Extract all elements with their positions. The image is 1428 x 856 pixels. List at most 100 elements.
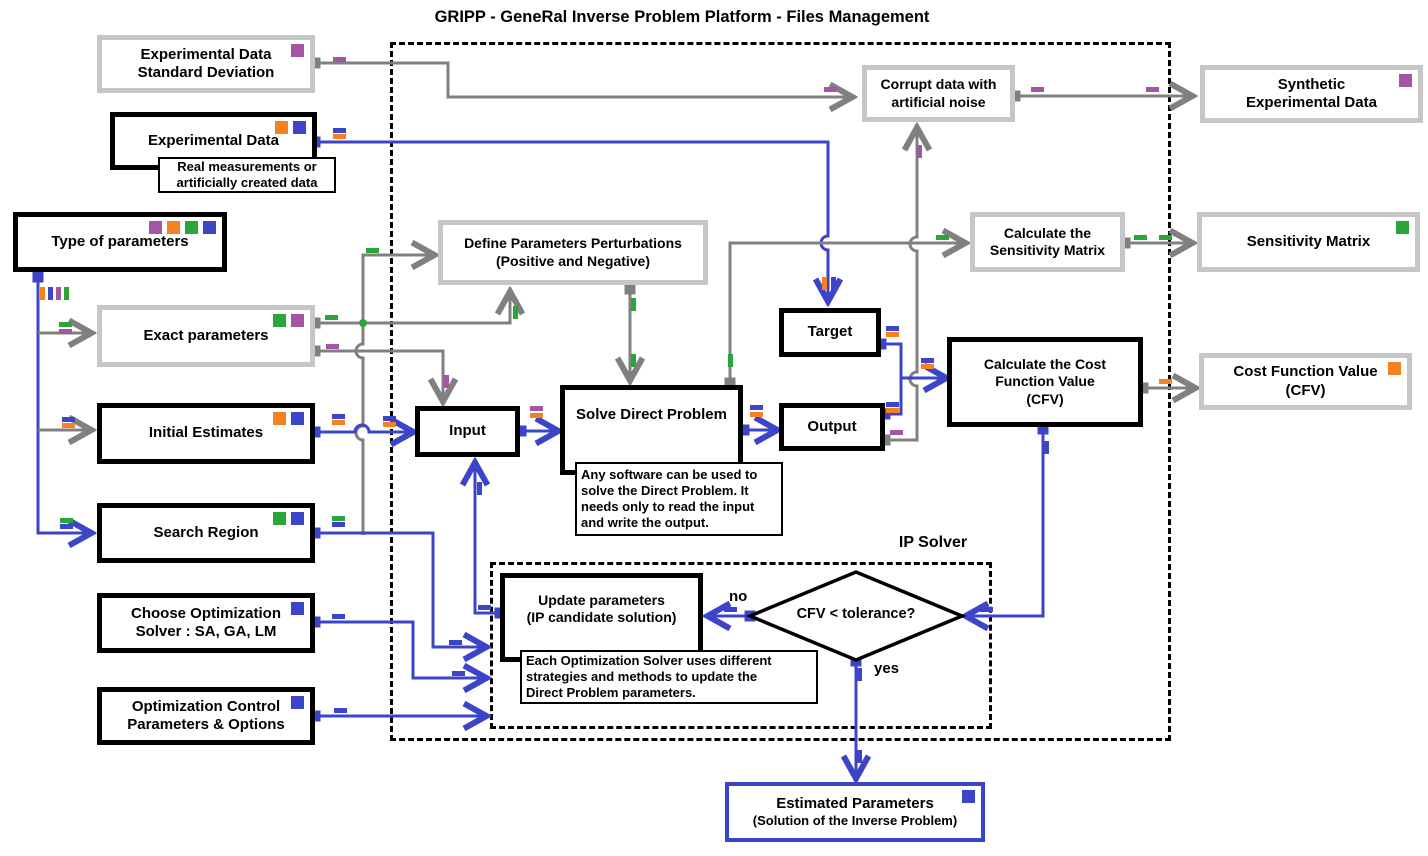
connector-origin-square: [624, 283, 636, 295]
blue-file-square-icon: [291, 512, 304, 525]
file-type-indicators: [273, 412, 304, 425]
node-label: artificial noise: [891, 93, 986, 110]
decision-yes-label: yes: [874, 660, 900, 677]
purple-dash-marker: [56, 287, 61, 300]
green-dash-marker: [1159, 235, 1172, 240]
file-type-indicators: [1399, 74, 1412, 87]
connector-calc-cfv-to-diamond: [968, 427, 1045, 616]
connector-origin-square: [309, 616, 321, 628]
purple-dash-marker: [326, 344, 339, 349]
orange-dash-marker: [333, 134, 346, 139]
file-type-indicators: [273, 512, 304, 525]
purple-dash-marker: [333, 57, 346, 62]
blue-dash-marker: [1044, 441, 1049, 454]
node-label: Type of parameters: [51, 232, 189, 250]
connector-origin-square: [32, 271, 44, 283]
blue-dash-marker: [60, 524, 73, 529]
node-label: Corrupt data with: [880, 76, 997, 93]
green-dash-marker: [332, 516, 345, 521]
orange-dash-marker: [332, 420, 345, 425]
node-initial-estimates: Initial Estimates: [97, 403, 315, 464]
node-label: (Solution of the Inverse Problem): [752, 813, 958, 829]
connector-origin-square: [309, 527, 321, 539]
blue-dash-marker: [724, 607, 737, 612]
green-file-square-icon: [273, 512, 286, 525]
node-label: Experimental Data: [140, 45, 272, 63]
connector-origin-square: [309, 57, 321, 69]
purple-file-square-icon: [1399, 74, 1412, 87]
diagram-title: GRIPP - GeneRal Inverse Problem Platform…: [434, 8, 930, 26]
orange-file-square-icon: [167, 221, 180, 234]
connector-output-to-corrupt: [885, 130, 917, 442]
node-label: Exact parameters: [143, 326, 269, 344]
purple-dash-marker: [444, 375, 449, 388]
node-label: Function Value: [995, 373, 1095, 390]
orange-dash-marker: [530, 413, 543, 418]
connector-origin-square: [309, 345, 321, 357]
node-label: Cost Function Value: [1233, 363, 1378, 381]
node-label: solve the Direct Problem. It: [581, 483, 749, 499]
green-dash-marker: [1134, 235, 1147, 240]
orange-dash-marker: [822, 277, 827, 290]
node-label: Synthetic: [1277, 75, 1346, 93]
file-type-indicators: [291, 602, 304, 615]
blue-dash-marker: [886, 326, 899, 331]
blue-dash-marker: [750, 405, 763, 410]
node-label: Search Region: [153, 523, 259, 541]
node-label: Solver : SA, GA, LM: [135, 623, 277, 640]
purple-dash-marker: [59, 329, 72, 334]
connector-origin-square: [1119, 237, 1131, 249]
connector-origin-square: [1009, 90, 1021, 102]
file-type-indicators: [275, 121, 306, 134]
files-management-region: [390, 42, 1171, 741]
blue-file-square-icon: [291, 412, 304, 425]
connector-origin-square: [309, 317, 321, 329]
file-type-indicators: [291, 696, 304, 709]
blue-dash-marker: [857, 750, 862, 763]
connector-exact-to-perturb-bottom: [315, 294, 510, 325]
blue-file-square-icon: [293, 121, 306, 134]
node-label: needs only to read the input: [581, 499, 755, 514]
green-dash-marker: [60, 518, 73, 523]
green-file-square-icon: [1396, 221, 1409, 234]
green-dash-marker: [936, 235, 949, 240]
node-label: Parameters & Options: [127, 716, 285, 733]
connector-solve-to-calc-sens: [728, 243, 963, 385]
node-label: Experimental Data: [1246, 94, 1377, 111]
node-label: Estimated Parameters: [776, 794, 934, 812]
connector-search-to-ip: [315, 531, 484, 647]
connector-origin-square: [309, 426, 321, 438]
node-label: Initial Estimates: [148, 424, 264, 442]
connector-origin-square: [724, 377, 736, 389]
blue-dash-marker: [477, 482, 482, 495]
decision-label: CFV < tolerance?: [796, 606, 916, 622]
orange-dash-marker: [886, 332, 899, 337]
purple-dash-marker: [1146, 87, 1159, 92]
orange-file-square-icon: [1388, 362, 1401, 375]
connector-origin-square: [1037, 423, 1049, 435]
connector-origin-square: [879, 434, 891, 446]
blue-dash-marker: [886, 402, 899, 407]
node-search-region: Search Region: [97, 503, 315, 563]
connector-origin-square: [309, 710, 321, 722]
junction-dot: [359, 319, 367, 327]
blue-dash-marker: [452, 671, 465, 676]
file-type-indicators: [291, 44, 304, 57]
node-label: Target: [807, 323, 853, 341]
file-type-indicators: [1396, 221, 1409, 234]
connector-origin-square: [738, 424, 750, 436]
cfv-tolerance-decision: [745, 570, 967, 662]
purple-dash-marker: [530, 406, 543, 411]
file-type-indicators: [273, 314, 304, 327]
node-label: Update parameters: [538, 592, 665, 608]
blue-file-square-icon: [291, 696, 304, 709]
node-label: and write the output.: [581, 514, 709, 530]
node-define-parameters-perturbations: Define Parameters Perturbations(Positive…: [438, 220, 708, 285]
blue-dash-marker: [332, 614, 345, 619]
